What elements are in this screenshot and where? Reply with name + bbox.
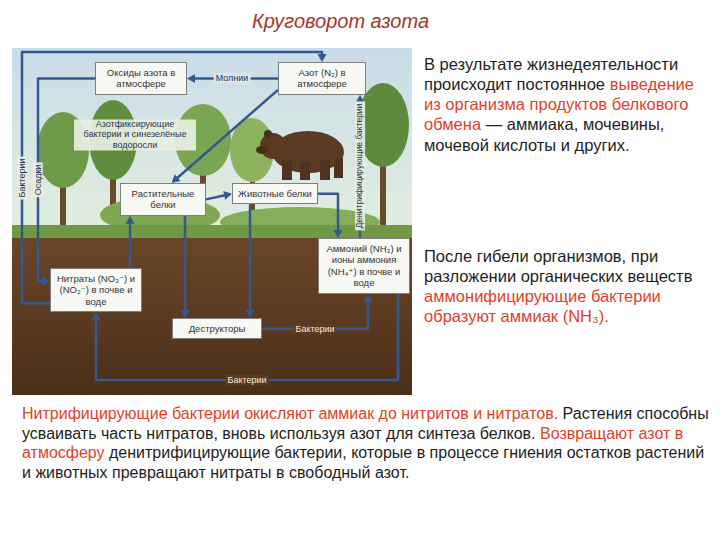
arrow-head [223, 191, 232, 200]
flow-arrow [206, 191, 232, 200]
process-box: Деструкторы [172, 318, 262, 339]
text-paragraph: Нитрифицирующие бактерии окисляют аммиак… [22, 404, 712, 482]
edge-label: Бактерии [225, 375, 268, 385]
box-label: Животные белки [236, 188, 314, 199]
flow-arrow [318, 194, 343, 238]
body-text: Нитрифицирующие бактерии окисляют аммиак… [22, 405, 558, 422]
flow-arrow [38, 78, 95, 285]
flow-arrow [246, 204, 255, 318]
arrow-head [42, 277, 50, 286]
arrow-head [126, 216, 135, 224]
bear-figure [256, 130, 344, 180]
flow-line [38, 78, 95, 281]
flow-line [22, 52, 322, 303]
slide-title: Круговорот азота [252, 10, 429, 33]
flow-line [206, 195, 226, 199]
edge-label: Азотфиксирующие бактерии и синезелёные в… [74, 119, 196, 150]
text-paragraph: После гибели организмов, при разложении … [424, 246, 714, 327]
flow-arrow [181, 216, 190, 318]
arrow-head [246, 310, 255, 318]
body-text: После гибели организмов, при разложении … [424, 247, 692, 285]
box-label: Нитраты (NO₃⁻) и (NO₂⁻) в почве и воде [54, 273, 138, 307]
edge-label: Молнии [214, 73, 251, 83]
arrow-head [92, 312, 101, 320]
forest [37, 83, 409, 237]
edge-label: Денитрифицирующие бактерии [355, 102, 365, 231]
arrow-head [364, 294, 373, 302]
edge-label: Осадки [33, 162, 43, 197]
text-paragraph: В результате жизнедеятельности происходи… [424, 54, 714, 155]
arrow-head [334, 230, 343, 238]
process-box: Аммоний (NH₃) и ионы аммония (NH₄⁺) в по… [318, 238, 410, 294]
box-label: Растительные белки [124, 188, 202, 211]
sky-ground [12, 48, 412, 240]
arrow-head [181, 310, 190, 318]
box-label: Деструкторы [176, 323, 258, 334]
soil-ground [12, 238, 412, 395]
box-label: Оксиды азота в атмосфере [99, 67, 183, 90]
box-label: Аммоний (NH₃) и ионы аммония (NH₄⁺) в по… [322, 243, 406, 289]
flow-arrow [187, 74, 278, 83]
flow-line [184, 216, 187, 312]
process-box: Нитраты (NO₃⁻) и (NO₂⁻) в почве и воде [50, 268, 142, 312]
flow-line [318, 194, 338, 232]
box-label: Азот (N₂) в атмосфере [282, 67, 362, 90]
process-box: Животные белки [232, 183, 318, 204]
body-text: денитрифицирующие бактерии, которые в пр… [22, 444, 704, 481]
process-box: Растительные белки [120, 183, 206, 216]
edge-label: Бактерии [17, 156, 27, 199]
flow-arrow [356, 95, 365, 238]
edge-label: Бактерии [293, 324, 336, 334]
process-box: Азот (N₂) в атмосфере [278, 62, 366, 95]
body-text: аммонифицирующие бактерии образуют аммиа… [424, 287, 661, 325]
arrow-head [187, 74, 195, 83]
arrow-head [318, 54, 327, 62]
process-box: Оксиды азота в атмосфере [95, 62, 187, 95]
flow-line [249, 204, 252, 312]
flow-line [129, 222, 132, 268]
arrow-head [172, 174, 181, 183]
flow-arrow [126, 216, 135, 268]
